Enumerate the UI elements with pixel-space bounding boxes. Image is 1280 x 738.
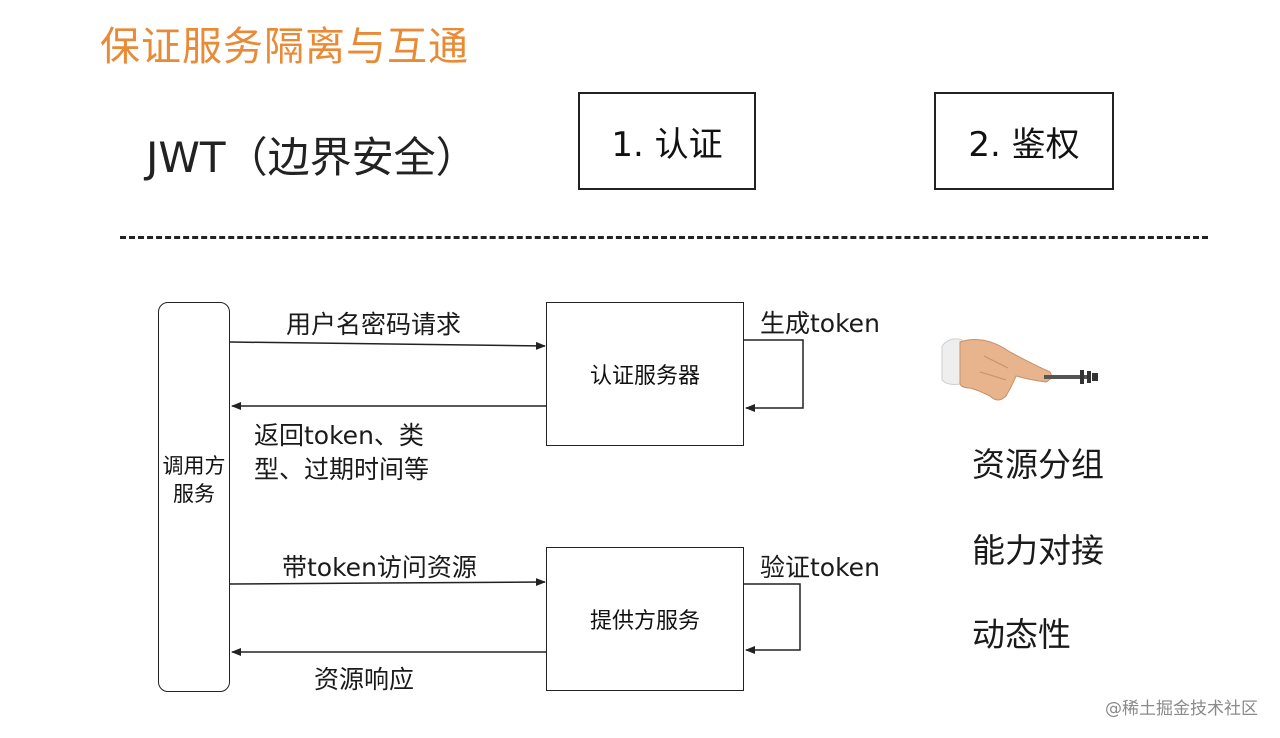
caller-service-label: 调用方服务 — [162, 454, 226, 506]
auth-server-label: 认证服务器 — [589, 364, 700, 389]
arrow-verify-loop — [744, 583, 801, 654]
provider-service-label: 提供方服务 — [589, 609, 700, 634]
label-request: 用户名密码请求 — [286, 310, 462, 339]
step-authentication-box: 1. 认证 — [578, 92, 756, 190]
feature-dynamic: 动态性 — [972, 615, 1071, 654]
label-generate-token: 生成token — [760, 309, 880, 338]
feature-resource-grouping: 资源分组 — [972, 445, 1104, 484]
step-authorization-label: 2. 鉴权 — [968, 124, 1080, 165]
label-verify-token: 验证token — [760, 553, 880, 582]
jwt-heading: JWT（边界安全） — [146, 133, 478, 182]
label-return-line1: 返回token、类 — [254, 421, 424, 450]
label-access-resource: 带token访问资源 — [282, 553, 477, 582]
arrow-generate-loop — [744, 339, 804, 412]
auth-server-box: 认证服务器 — [546, 302, 744, 446]
label-resource-response: 资源响应 — [314, 665, 415, 694]
feature-capability-integration: 能力对接 — [972, 531, 1104, 570]
label-return-line2: 型、过期时间等 — [254, 455, 430, 484]
source-credit: @稀土掘金技术社区 — [1105, 699, 1258, 719]
caller-service-box — [158, 302, 230, 692]
hand-holding-key-icon — [941, 338, 1098, 401]
provider-service-box: 提供方服务 — [546, 547, 744, 691]
step-authentication-label: 1. 认证 — [611, 124, 723, 165]
step-authorization-box: 2. 鉴权 — [934, 92, 1114, 190]
arrow-access — [229, 578, 546, 587]
arrow-request — [229, 341, 546, 350]
section-divider — [120, 236, 1208, 239]
page-title: 保证服务隔离与互通 — [100, 24, 469, 70]
